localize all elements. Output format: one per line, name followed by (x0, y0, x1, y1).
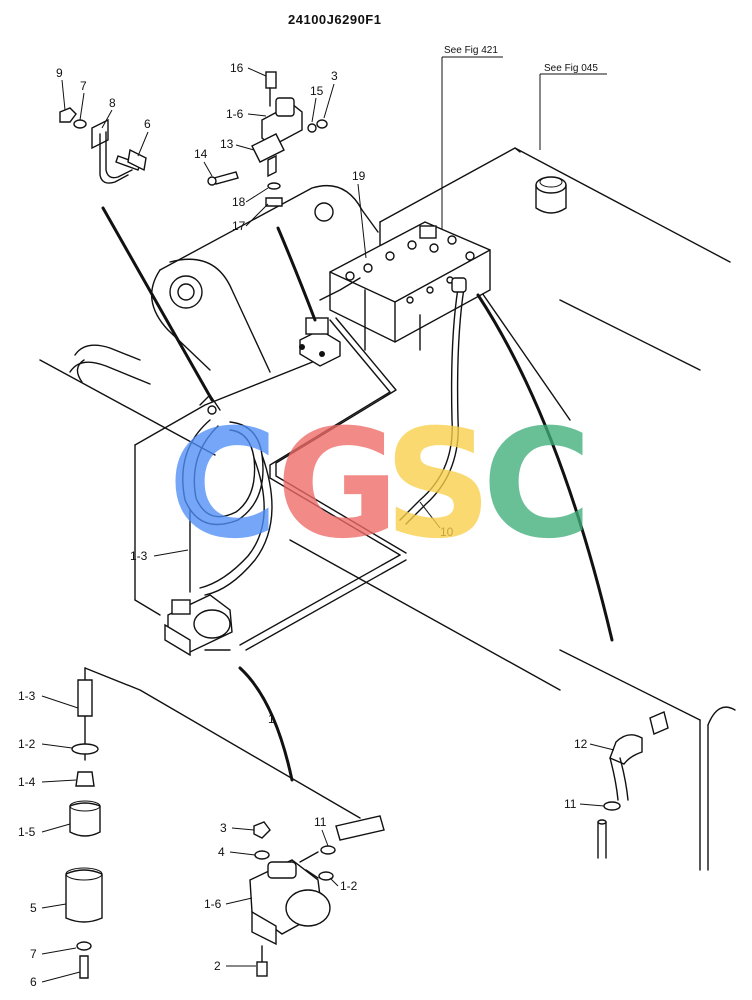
callout-1-3-lower: 1-3 (18, 689, 36, 703)
watermark-letter-1: C (168, 398, 278, 572)
machine-frame (39, 147, 736, 871)
drawing-code: 24100J6290F1 (288, 12, 381, 27)
callout-11-lower: 11 (314, 815, 327, 829)
callout-10: 10 (440, 525, 454, 539)
reference-fig-045: See Fig 045 (539, 63, 607, 150)
pump-assembly-lower-center (249, 815, 385, 977)
reference-fig-421: See Fig 421 (441, 45, 503, 230)
callout-1-6-lower: 1-6 (204, 897, 222, 911)
hose-lines (182, 277, 467, 651)
elbow-fitting-lower-right (597, 711, 669, 859)
callout-7: 7 (80, 79, 87, 93)
callout-19: 19 (352, 169, 366, 183)
callout-1-5: 1-5 (18, 825, 36, 839)
bracket-assembly-upper-left (59, 107, 147, 184)
reference-label: See Fig 421 (444, 45, 498, 56)
callout-14: 14 (194, 147, 208, 161)
callout-1-3-frame: 1-3 (130, 549, 148, 563)
callout-2: 2 (214, 959, 221, 973)
solenoid-valve-assembly (299, 317, 341, 367)
callout-13: 13 (220, 137, 234, 151)
callout-1-4: 1-4 (18, 775, 36, 789)
tank-cap (535, 176, 567, 214)
callouts: 9 7 8 6 16 1-6 15 3 13 14 18 17 19 10 1-… (18, 61, 615, 989)
callout-1-2-pump: 1-2 (340, 879, 358, 893)
control-valve (329, 221, 491, 351)
watermark: C G S C (168, 398, 592, 572)
watermark-letter-2: G (276, 398, 399, 572)
callout-18: 18 (232, 195, 246, 209)
bracket-assembly-upper-center (207, 71, 328, 207)
watermark-letter-4: C (482, 398, 592, 572)
callout-1-6-upper: 1-6 (226, 107, 244, 121)
callout-5: 5 (30, 901, 37, 915)
callout-3-upper: 3 (331, 69, 338, 83)
watermark-letter-3: S (384, 398, 492, 572)
pump-motor (164, 594, 233, 657)
callout-8: 8 (109, 96, 116, 110)
callout-3-lower: 3 (220, 821, 227, 835)
leader-strokes (101, 206, 614, 782)
callout-6-lower: 6 (30, 975, 37, 989)
callout-1: 1 (268, 712, 275, 726)
callout-1-2-lower: 1-2 (18, 737, 36, 751)
reference-label: See Fig 045 (544, 63, 598, 74)
filter-assembly-lower-left (65, 667, 361, 979)
callout-15: 15 (310, 84, 324, 98)
callout-16: 16 (230, 61, 244, 75)
callout-7-lower: 7 (30, 947, 37, 961)
callout-9: 9 (56, 66, 63, 80)
callout-12: 12 (574, 737, 588, 751)
callout-4: 4 (218, 845, 225, 859)
callout-17: 17 (232, 219, 246, 233)
callout-6: 6 (144, 117, 151, 131)
callout-11-right: 11 (564, 797, 577, 811)
